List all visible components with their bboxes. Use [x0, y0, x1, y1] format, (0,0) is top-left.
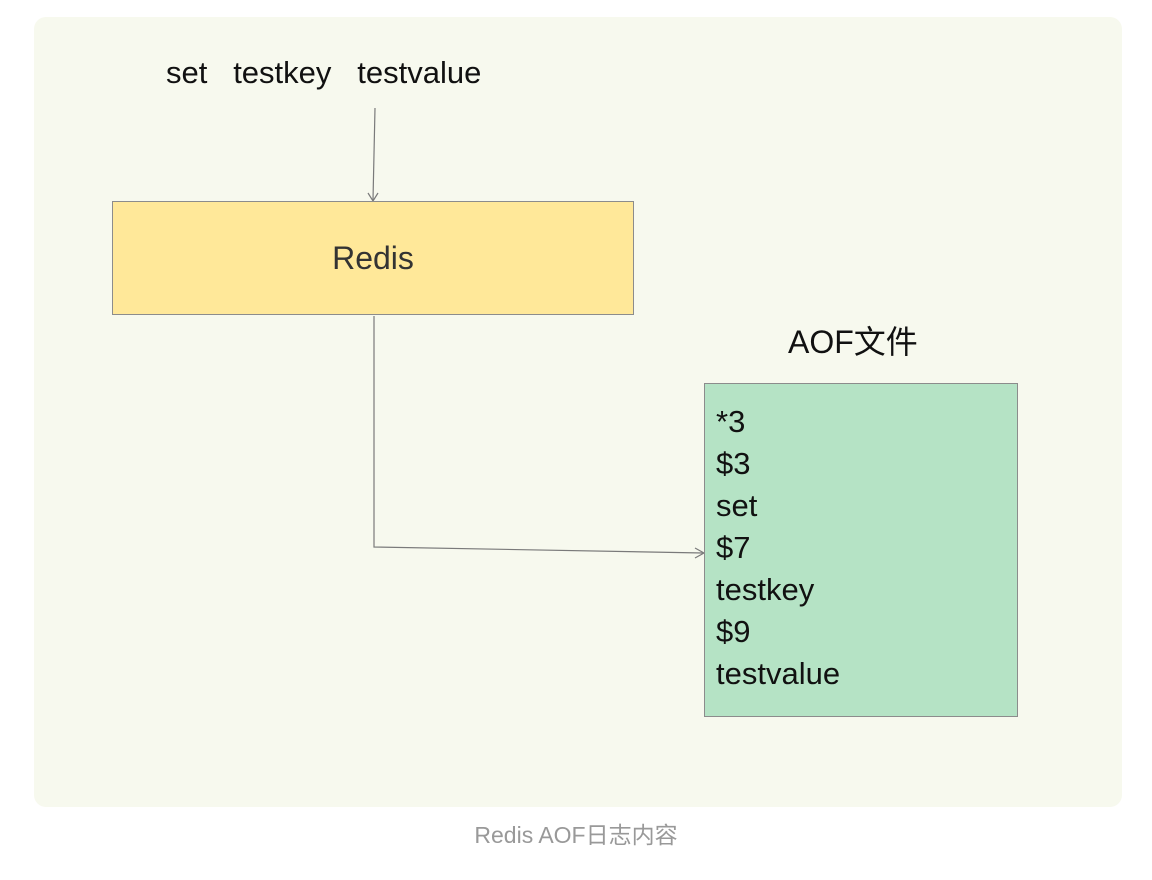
aof-line: testvalue — [716, 656, 841, 691]
aof-file-box: *3 $3 set $7 testkey $9 testvalue — [704, 383, 1018, 717]
aof-line: *3 — [716, 404, 746, 439]
command-text: set testkey testvalue — [166, 55, 482, 90]
aof-line: testkey — [716, 572, 815, 607]
redis-box: Redis — [112, 201, 634, 315]
aof-line: $3 — [716, 446, 751, 481]
aof-line: $7 — [716, 530, 751, 565]
redis-label: Redis — [332, 239, 414, 276]
aof-line: $9 — [716, 614, 751, 649]
aof-line: set — [716, 488, 758, 523]
figure-caption: Redis AOF日志内容 — [474, 822, 678, 848]
aof-file-title: AOF文件 — [788, 324, 918, 360]
